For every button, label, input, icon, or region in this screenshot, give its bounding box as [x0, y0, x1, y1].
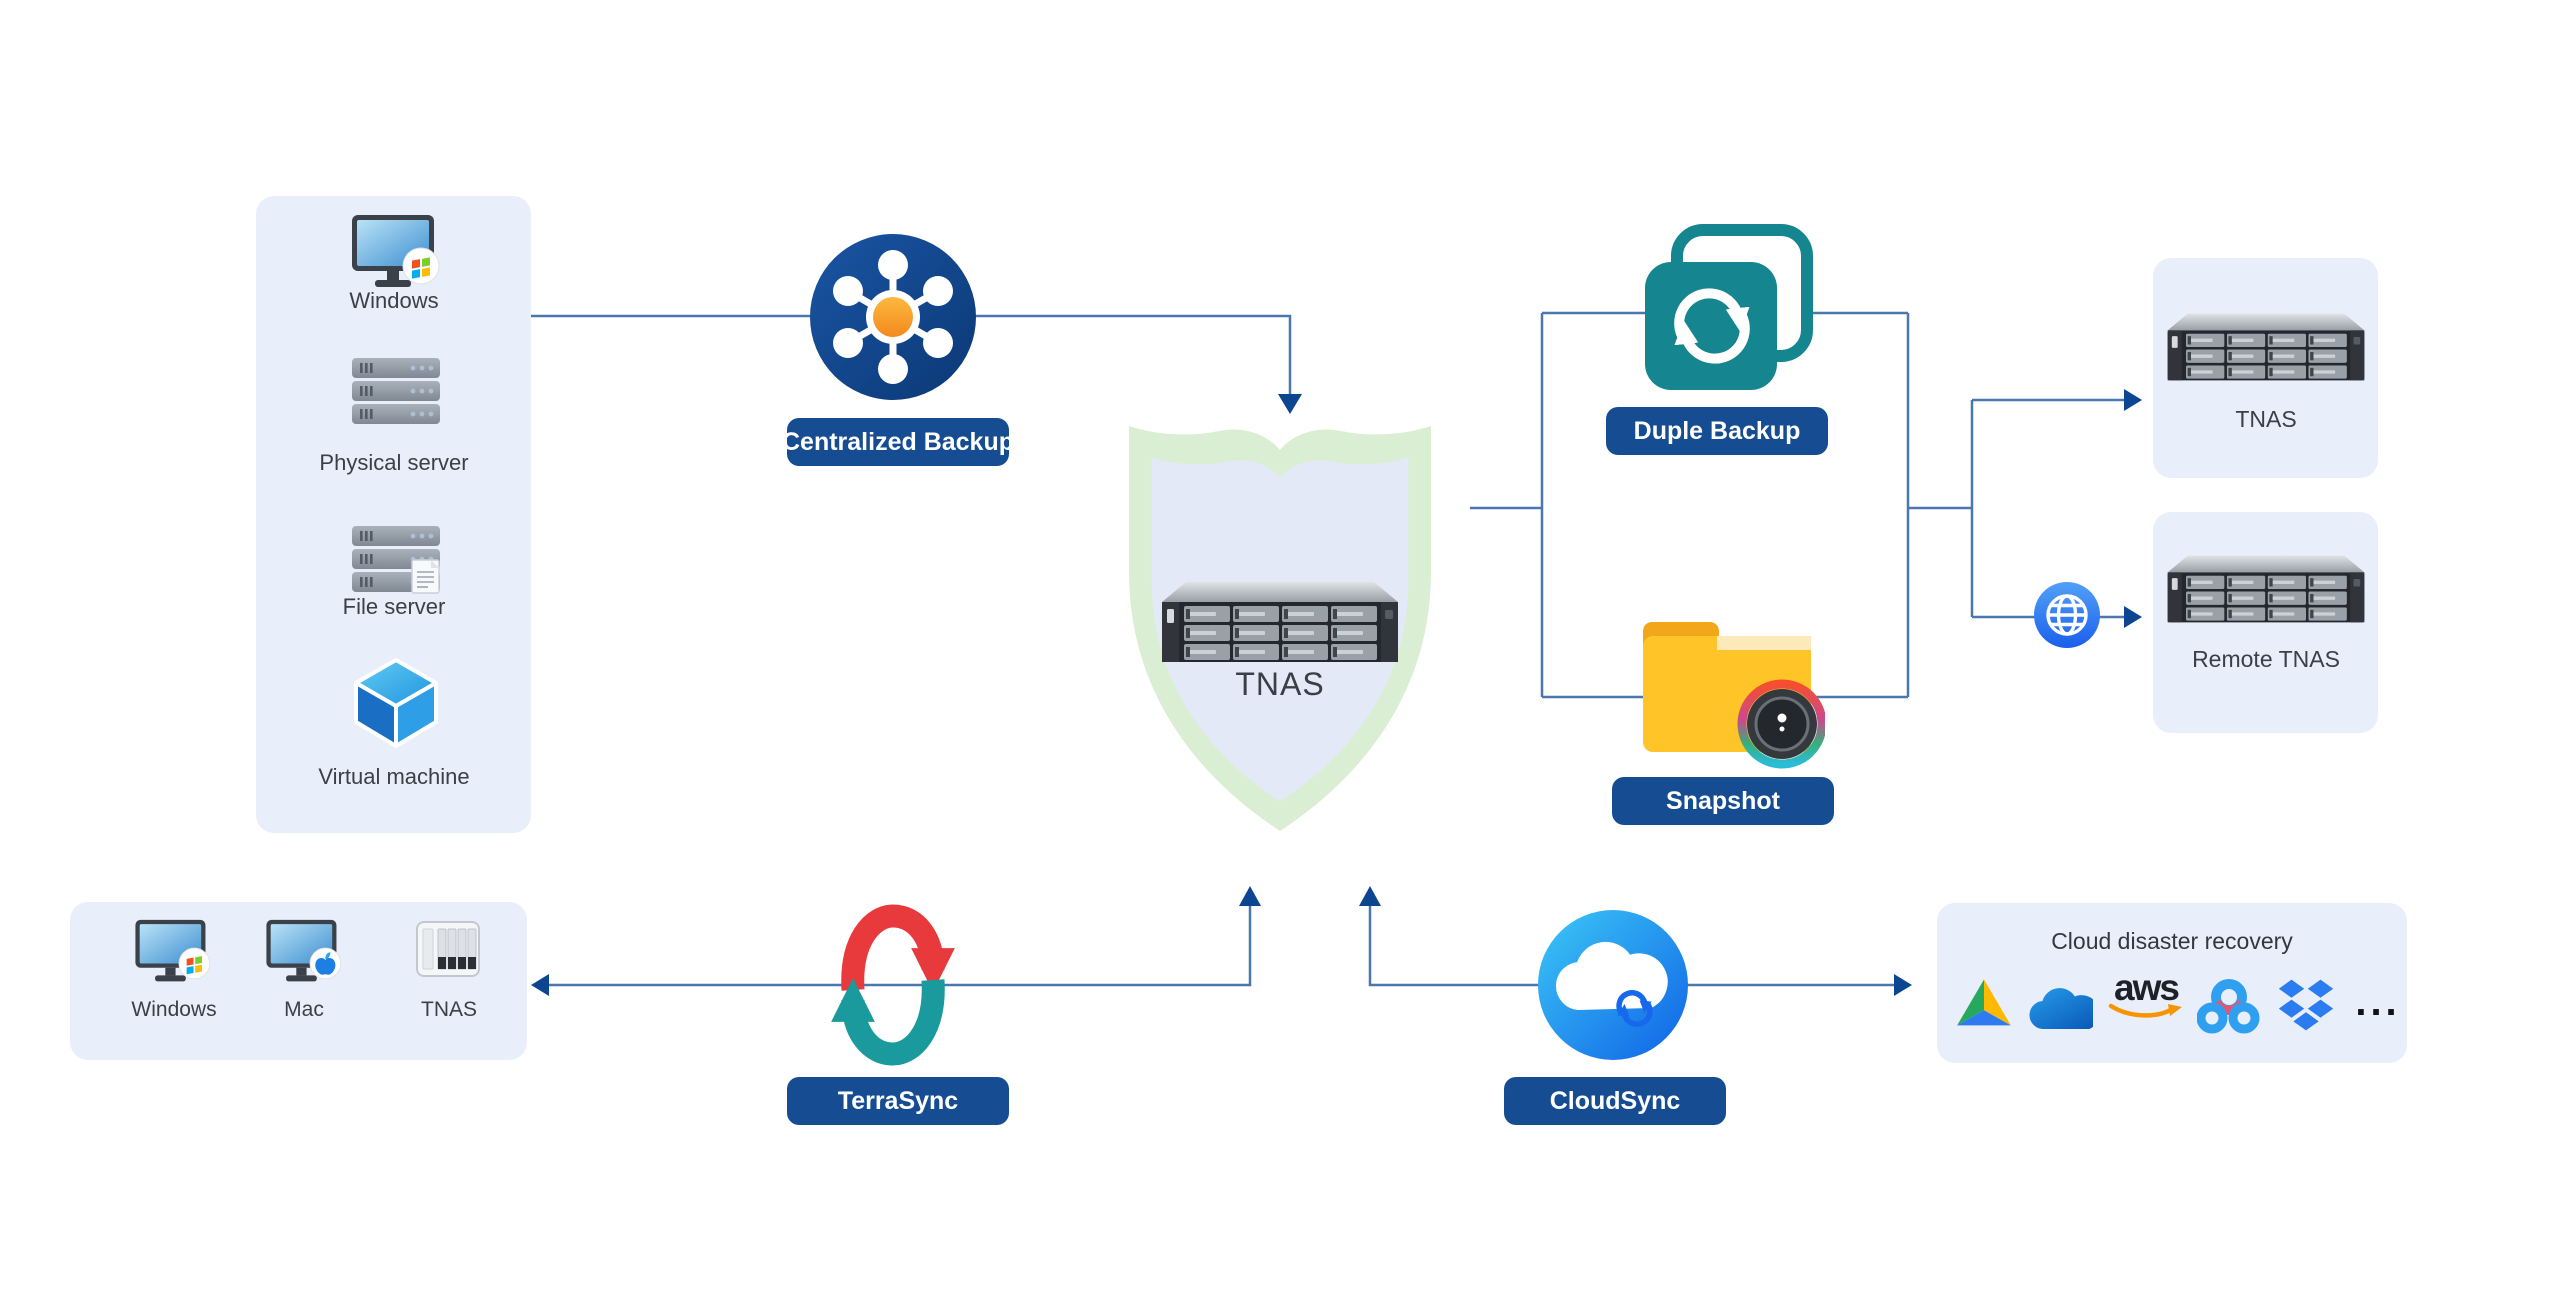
centralized-backup-label: Centralized Backup	[782, 418, 1014, 466]
tnas-target-label: TNAS	[2235, 406, 2297, 432]
terrasync-icon	[831, 904, 955, 1066]
duple-backup-label: Duple Backup	[1606, 407, 1828, 455]
central-tnas-label: TNAS	[1235, 666, 1325, 702]
centralized-backup-icon	[810, 234, 976, 400]
virtual-machine-icon	[354, 658, 438, 748]
snapshot-icon	[1643, 622, 1825, 769]
remote-tnas-target-label: Remote TNAS	[2192, 646, 2340, 672]
source-item-label: Physical server	[319, 450, 469, 475]
mac-pc-icon	[263, 918, 342, 985]
windows-pc-icon	[348, 213, 440, 291]
cloud-recovery-title: Cloud disaster recovery	[2051, 928, 2293, 954]
dropbox-icon	[2278, 979, 2334, 1031]
source-item-label: Windows	[349, 288, 439, 313]
arrow-right-to-remote-tnas	[2124, 606, 2142, 628]
aws-label: aws	[2114, 967, 2180, 1008]
arrow-left-to-sync-panel	[531, 974, 549, 996]
snapshot-label: Snapshot	[1612, 777, 1834, 825]
sync-item-label: TNAS	[420, 998, 478, 1021]
arrow-right-to-tnas	[2124, 389, 2142, 411]
sync-item-label: Windows	[131, 998, 217, 1021]
tnas-rack-icon	[1160, 578, 1400, 666]
google-drive-icon	[1957, 979, 2011, 1026]
duple-backup-icon	[1645, 224, 1813, 390]
source-item-label: File server	[342, 594, 446, 619]
onedrive-icon	[2029, 988, 2093, 1029]
baidu-netdisk-icon	[2197, 979, 2260, 1034]
arrow-up-terrasync	[1239, 886, 1261, 906]
physical-server-icon	[350, 358, 442, 426]
file-server-icon	[350, 526, 450, 594]
remote-tnas-target-box	[2153, 512, 2378, 733]
tnas-rack-icon	[2166, 310, 2366, 384]
arrow-down-to-shield	[1278, 394, 1302, 414]
tnas-tower-icon	[416, 921, 480, 977]
cloud-recovery-panel	[1937, 903, 2407, 1063]
aws-icon: aws	[2108, 967, 2184, 1021]
terrasync-label: TerraSync	[787, 1077, 1009, 1125]
arrow-right-to-cloud-panel	[1894, 974, 1912, 996]
remote-tnas-rack-icon	[2166, 552, 2366, 626]
cloudsync-label: CloudSync	[1504, 1077, 1726, 1125]
windows-pc-icon	[132, 918, 211, 985]
globe-icon	[2034, 582, 2100, 648]
more-providers-label: ...	[2355, 980, 2401, 1024]
sync-item-label: Mac	[284, 998, 324, 1021]
arrow-up-cloudsync	[1359, 886, 1381, 906]
cloudsync-icon	[1538, 910, 1688, 1060]
source-item-label: Virtual machine	[318, 764, 470, 789]
